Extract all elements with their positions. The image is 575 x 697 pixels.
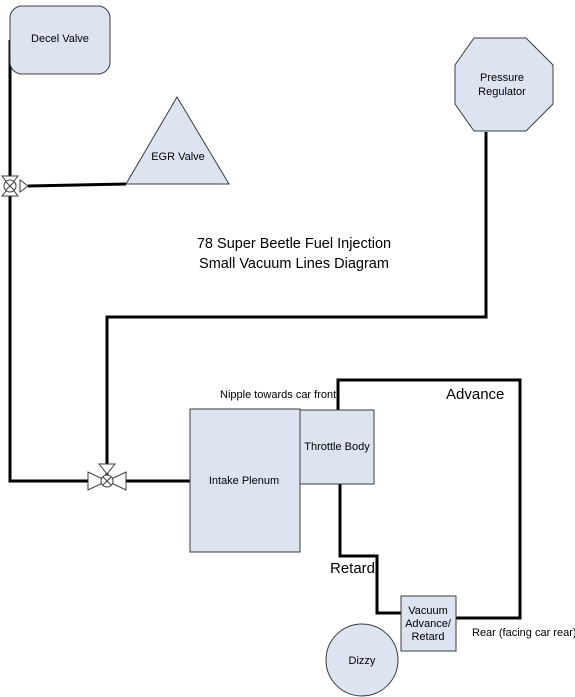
lower-valve-icon <box>87 463 127 491</box>
egr-valve-label: EGR Valve <box>151 151 205 163</box>
upper-valve-icon <box>0 175 29 197</box>
throttle-body: Throttle Body <box>299 409 375 485</box>
dizzy: Dizzy <box>325 623 399 697</box>
decel-valve: Decel Valve <box>9 5 111 75</box>
vacuum-advance-label-line1: Vacuum <box>408 605 448 617</box>
intake-plenum: Intake Plenum <box>189 408 301 553</box>
intake-plenum-label: Intake Plenum <box>209 475 279 487</box>
throttle-body-label: Throttle Body <box>304 441 370 453</box>
diagram-title-line2: Small Vacuum Lines Diagram <box>199 256 389 272</box>
pressure-regulator-label-line1: Pressure <box>480 72 524 84</box>
vacuum-advance-label-line2: Advance/ <box>405 618 452 630</box>
diagram-title-line1: 78 Super Beetle Fuel Injection <box>197 236 391 252</box>
vacuum-advance-label-line3: Retard <box>411 631 444 643</box>
pressure-regulator-line <box>105 132 488 481</box>
retard-line <box>338 484 401 615</box>
pressure-regulator-label-line2: Regulator <box>478 86 526 98</box>
rear-label: Rear (facing car rear) <box>472 627 575 639</box>
egr-valve: EGR Valve <box>125 96 230 185</box>
dizzy-label: Dizzy <box>349 655 376 667</box>
decel-to-plenum-line <box>8 40 190 483</box>
advance-line <box>336 378 522 620</box>
nipple-front-label: Nipple towards car front <box>220 389 336 401</box>
vacuum-advance-retard: Vacuum Advance/ Retard <box>400 595 457 652</box>
egr-line <box>27 182 127 188</box>
advance-label: Advance <box>446 386 504 403</box>
retard-label: Retard <box>330 560 375 577</box>
pressure-regulator: Pressure Regulator <box>454 37 554 132</box>
decel-valve-label: Decel Valve <box>31 33 89 45</box>
